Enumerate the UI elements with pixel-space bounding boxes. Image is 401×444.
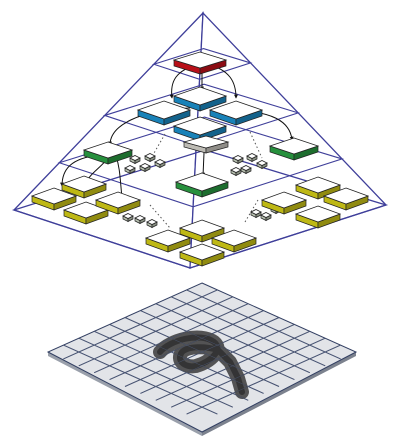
- grid-overlay-line: [186, 344, 341, 415]
- level4-node: [62, 201, 110, 225]
- box-top: [154, 159, 166, 165]
- box-top: [134, 215, 146, 221]
- small-node: [246, 153, 258, 163]
- small-node: [230, 167, 242, 177]
- handwritten-digit-strokes: [63, 289, 341, 415]
- level4-node: [294, 176, 342, 200]
- top-node: [172, 51, 228, 75]
- connection-dotted: [244, 199, 259, 223]
- box-top: [94, 191, 142, 209]
- level4-node: [294, 205, 342, 229]
- box-top: [210, 229, 258, 247]
- box-top: [230, 167, 242, 173]
- box-top: [246, 153, 258, 159]
- box-top: [172, 116, 228, 136]
- box-top: [240, 165, 252, 171]
- grid-overlay-line: [171, 337, 326, 408]
- small-node: [139, 163, 151, 173]
- small-node: [122, 213, 134, 223]
- box-top: [322, 187, 370, 205]
- box-top: [178, 243, 226, 261]
- small-node: [232, 155, 244, 165]
- box-top: [139, 163, 151, 169]
- level4-node: [94, 191, 142, 215]
- box-top: [172, 51, 228, 69]
- box-top: [60, 175, 108, 193]
- small-node: [260, 212, 272, 222]
- level3-inactive-node: [182, 135, 230, 154]
- grid-overlay-line: [109, 324, 264, 394]
- connection-dotted: [149, 204, 171, 229]
- level4-node: [144, 229, 192, 253]
- box-top: [250, 209, 262, 215]
- pyramid-level-1: [152, 48, 253, 80]
- box-top: [124, 165, 136, 171]
- grid-overlay-line: [124, 317, 280, 387]
- level4-node: [178, 243, 226, 267]
- box-top: [82, 141, 134, 159]
- box-top: [178, 219, 226, 237]
- level4-node: [322, 187, 370, 211]
- box-top: [30, 187, 78, 205]
- small-node: [146, 219, 158, 229]
- pyramid-level-3: [57, 116, 344, 208]
- box-top: [122, 213, 134, 219]
- level2-node: [208, 100, 264, 126]
- box-top: [232, 155, 244, 161]
- box-top: [256, 160, 268, 166]
- level4-node: [210, 229, 258, 253]
- level2-node: [172, 86, 228, 112]
- small-node: [144, 153, 156, 163]
- level3-node: [82, 141, 134, 165]
- box-top: [260, 191, 308, 209]
- box-top: [172, 86, 228, 106]
- small-node: [134, 215, 146, 225]
- small-node: [240, 165, 252, 175]
- level4-node: [30, 187, 78, 211]
- grid-overlay-line: [94, 331, 249, 401]
- box-top: [260, 212, 272, 218]
- level4-node: [178, 219, 226, 243]
- box-top: [174, 172, 230, 192]
- connection-dotted: [249, 131, 263, 159]
- small-node: [256, 160, 268, 170]
- box-top: [294, 176, 342, 194]
- grid-edge-right: [202, 352, 356, 436]
- box-top: [146, 219, 158, 225]
- small-node: [129, 155, 141, 165]
- level3-node: [268, 137, 320, 161]
- grid-overlay-line: [140, 324, 295, 394]
- box-top: [182, 135, 230, 149]
- grid-edge-left: [48, 352, 202, 436]
- pyramid-face-left: [12, 11, 204, 269]
- box-top: [294, 205, 342, 223]
- small-node: [154, 159, 166, 169]
- pyramid-nodes: [30, 51, 370, 267]
- box-top: [144, 153, 156, 159]
- small-node: [124, 165, 136, 175]
- level3-node: [174, 172, 230, 198]
- box-top: [129, 155, 141, 161]
- box-top: [268, 137, 320, 155]
- level2-node: [136, 100, 192, 126]
- level4-node: [260, 191, 308, 215]
- level4-node: [60, 175, 108, 199]
- box-top: [208, 100, 264, 120]
- box-top: [136, 100, 192, 120]
- grid-overlay-line: [78, 337, 233, 408]
- grid-overlay-line: [155, 331, 310, 401]
- grid-overlay-line: [63, 344, 218, 415]
